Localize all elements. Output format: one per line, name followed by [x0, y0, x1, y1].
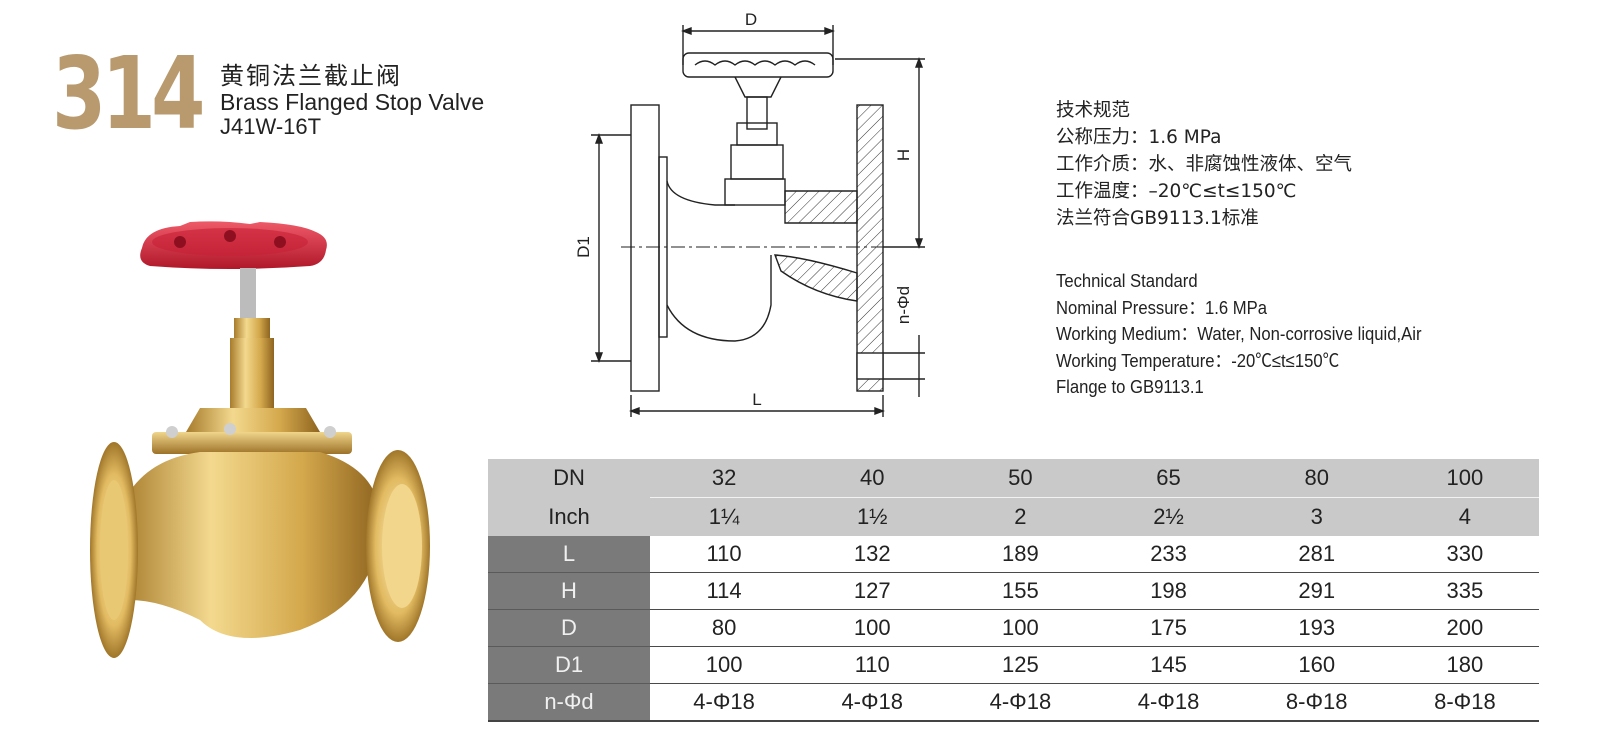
table-cell: 127: [798, 572, 947, 610]
table-cell: 291: [1242, 572, 1391, 610]
table-cell: 180: [1390, 646, 1539, 684]
row-header: D: [488, 609, 650, 647]
table-cell: 50: [946, 459, 1095, 498]
product-title-cn: 黄铜法兰截止阀: [220, 62, 402, 90]
table-cell: 100: [946, 609, 1095, 647]
row-header: L: [488, 536, 650, 573]
spec-cn: 技术规范 公称压力：1.6 MPa 工作介质：水、非腐蚀性液体、空气 工作温度：…: [1056, 97, 1352, 232]
dim-label-h: H: [894, 149, 913, 161]
table-cell: 4-Φ18: [650, 683, 799, 722]
row-header: H: [488, 572, 650, 610]
table-cell: 4-Φ18: [946, 683, 1095, 722]
table-cell: 65: [1094, 459, 1243, 498]
product-code: 314: [52, 35, 205, 152]
row-header: Inch: [488, 497, 650, 536]
spec-en: Technical Standard Nominal Pressure：1.6 …: [1056, 268, 1421, 401]
table-cell: 114: [650, 572, 799, 610]
table-row: D 80 100 100 175 193 200: [488, 609, 1539, 647]
product-model: J41W-16T: [220, 114, 322, 139]
table-cell: 145: [1094, 646, 1243, 684]
table-cell: 2½: [1094, 497, 1243, 536]
table-cell: 125: [946, 646, 1095, 684]
spec-en-line: Working Temperature：-20℃≤t≤150℃: [1056, 349, 1340, 371]
spec-cn-line: 工作介质：水、非腐蚀性液体、空气: [1056, 154, 1353, 175]
table-cell: 1½: [798, 497, 947, 536]
table-cell: 8-Φ18: [1242, 683, 1391, 722]
spec-cn-line: 法兰符合GB9113.1标准: [1056, 208, 1259, 229]
table-row: Inch 1¼ 1½ 2 2½ 3 4: [488, 497, 1539, 536]
product-title-en: Brass Flanged Stop Valve: [220, 89, 485, 115]
table-cell: 110: [798, 646, 947, 684]
technical-drawing: D H D1 n-Φd L: [575, 10, 925, 417]
row-header: D1: [488, 646, 650, 684]
table-cell: 193: [1242, 609, 1391, 647]
table-cell: 200: [1390, 609, 1539, 647]
table-cell: 100: [650, 646, 799, 684]
table-cell: 155: [946, 572, 1095, 610]
table-cell: 32: [650, 459, 799, 498]
table-cell: 330: [1390, 536, 1539, 573]
table-cell: 4: [1390, 497, 1539, 536]
table-cell: 100: [1390, 459, 1539, 498]
table-cell: 198: [1094, 572, 1243, 610]
table-row: D1 100 110 125 145 160 180: [488, 646, 1539, 684]
spec-en-line: Working Medium：Water, Non-corrosive liqu…: [1056, 323, 1422, 344]
table-cell: 175: [1094, 609, 1243, 647]
table-row: L 110 132 189 233 281 330: [488, 536, 1539, 573]
table-cell: 110: [650, 536, 799, 573]
row-header: n-Φd: [488, 683, 650, 722]
dim-label-d: D: [745, 10, 757, 29]
dimension-table: DN 32 40 50 65 80 100 Inch 1¼ 1½ 2 2½ 3 …: [488, 459, 1539, 722]
table-cell: 3: [1242, 497, 1391, 536]
table-cell: 100: [798, 609, 947, 647]
dim-label-l: L: [752, 390, 761, 409]
valve-photo: [90, 221, 430, 658]
table-cell: 281: [1242, 536, 1391, 573]
table-row: DN 32 40 50 65 80 100: [488, 459, 1539, 498]
table-cell: 80: [650, 609, 799, 647]
table-cell: 4-Φ18: [798, 683, 947, 722]
table-row: H 114 127 155 198 291 335: [488, 572, 1539, 610]
table-cell: 2: [946, 497, 1095, 536]
table-cell: 335: [1390, 572, 1539, 610]
spec-en-line: Nominal Pressure：1.6 MPa: [1056, 296, 1267, 318]
table-cell: 40: [798, 459, 947, 498]
table-cell: 132: [798, 536, 947, 573]
spec-en-line: Technical Standard: [1056, 270, 1198, 291]
table-cell: 8-Φ18: [1390, 683, 1539, 722]
spec-en-line: Flange to GB9113.1: [1056, 376, 1204, 397]
table-cell: 189: [946, 536, 1095, 573]
dim-label-d1: D1: [575, 236, 593, 258]
spec-cn-line: 技术规范: [1056, 100, 1131, 121]
dim-label-nd: n-Φd: [894, 286, 913, 324]
row-header: DN: [488, 459, 650, 498]
table-cell: 233: [1094, 536, 1243, 573]
spec-cn-line: 公称压力：1.6 MPa: [1056, 127, 1222, 148]
table-cell: 80: [1242, 459, 1391, 498]
table-cell: 1¼: [650, 497, 799, 536]
spec-cn-line: 工作温度：–20℃≤t≤150℃: [1056, 181, 1297, 202]
table-cell: 4-Φ18: [1094, 683, 1243, 722]
table-row: n-Φd 4-Φ18 4-Φ18 4-Φ18 4-Φ18 8-Φ18 8-Φ18: [488, 683, 1539, 722]
table-cell: 160: [1242, 646, 1391, 684]
